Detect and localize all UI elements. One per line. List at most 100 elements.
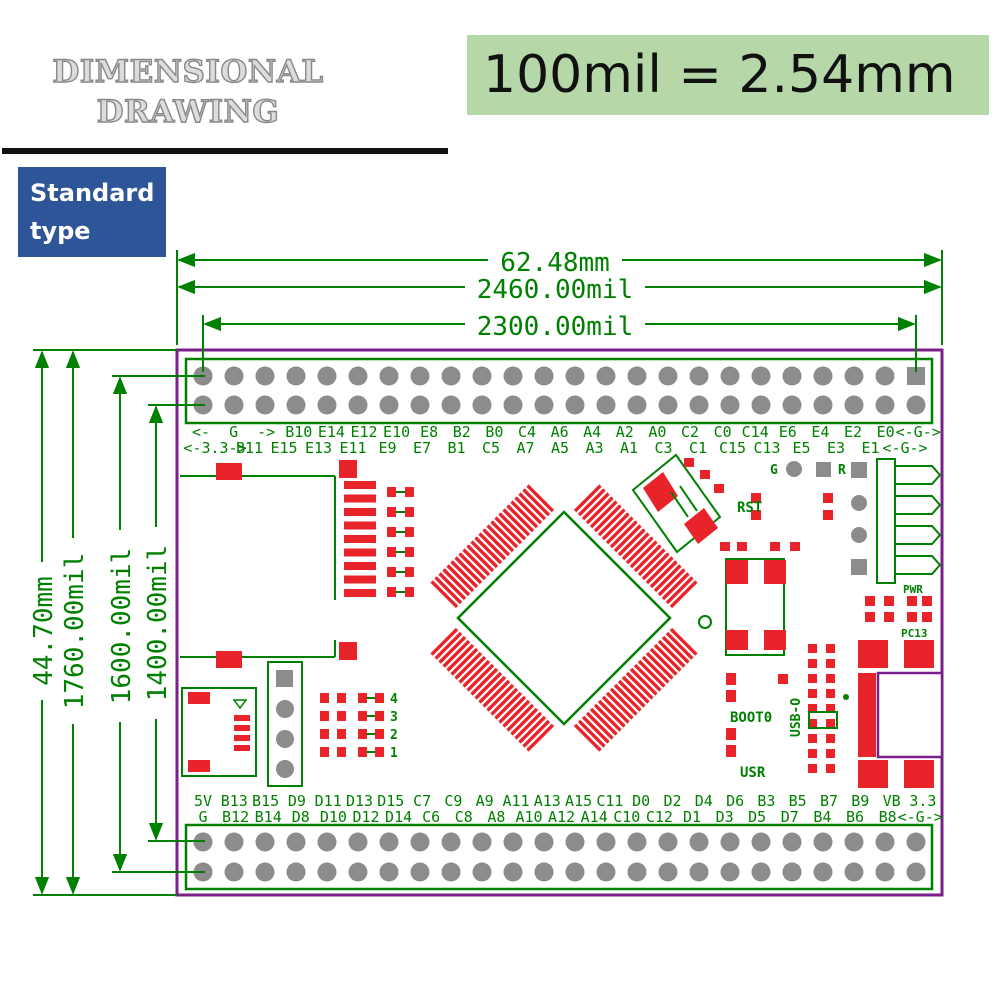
- chip-lead: [649, 560, 678, 589]
- pin-label: D1: [683, 808, 701, 826]
- header-pin: [317, 366, 337, 386]
- jumper-2-label: 2: [390, 728, 398, 743]
- header-pin: [503, 366, 523, 386]
- header-pin: [813, 366, 833, 386]
- pin-label: B9: [851, 792, 869, 810]
- page-heading: DIMENSIONAL DRAWING: [18, 52, 358, 132]
- sd-contact: [344, 481, 376, 489]
- jumper-3-label: 3: [390, 710, 398, 725]
- header-pin: [844, 832, 864, 852]
- passive-pad: [337, 729, 346, 739]
- header-pin: [875, 395, 895, 415]
- passive-pad: [387, 507, 396, 517]
- pin-label: <-: [192, 423, 210, 441]
- chip-lead: [577, 488, 606, 517]
- heading-line-2: DRAWING: [96, 93, 280, 130]
- pin-label: B10: [285, 423, 312, 441]
- header-pin: [255, 395, 275, 415]
- pin-label: C15: [719, 439, 746, 457]
- pin-label: D4: [695, 792, 713, 810]
- passive-pad: [375, 729, 384, 739]
- pc13-label: PC13: [901, 627, 928, 640]
- header-pin: [689, 395, 709, 415]
- passive-pad: [826, 689, 835, 698]
- chip-lead: [498, 695, 527, 724]
- chip-lead: [609, 520, 638, 549]
- passive-pad: [387, 527, 396, 537]
- passive-pad: [405, 527, 414, 537]
- chip-lead: [458, 655, 487, 684]
- chip-lead: [573, 484, 602, 513]
- chip-lead: [601, 695, 630, 724]
- header-pin: [534, 366, 554, 386]
- swd-header: G R: [770, 458, 942, 584]
- passive-pad: [387, 487, 396, 497]
- header-pin: [658, 862, 678, 882]
- pin-label: A15: [565, 792, 592, 810]
- header-pin: [286, 862, 306, 882]
- pin-label: D13: [346, 792, 373, 810]
- header-pin: [689, 862, 709, 882]
- chip-lead: [629, 540, 658, 569]
- row-span-2-label: 1400.00mil: [143, 545, 173, 702]
- chip-lead: [657, 639, 686, 668]
- pin-label: E5: [792, 439, 810, 457]
- chip-lead: [522, 488, 551, 517]
- passive-pad: [320, 693, 329, 703]
- chip-lead: [454, 556, 483, 585]
- header-pin: [596, 862, 616, 882]
- pin-label: D12: [352, 808, 379, 826]
- chip-lead: [665, 576, 694, 605]
- header-pin: [410, 366, 430, 386]
- pin-label: B6: [846, 808, 864, 826]
- header-pin: [317, 862, 337, 882]
- pin-label: B3: [757, 792, 775, 810]
- passive-pad: [826, 704, 835, 713]
- header-pin: [596, 832, 616, 852]
- pin-square: [907, 367, 925, 385]
- chip-lead: [573, 723, 602, 752]
- pin-label: 3.3: [909, 792, 936, 810]
- pin-label: B15: [252, 792, 279, 810]
- jumper-1-label: 1: [390, 746, 398, 761]
- pin-label: C0: [714, 423, 732, 441]
- header-pin: [751, 366, 771, 386]
- pin-label: D0: [632, 792, 650, 810]
- sd-contact: [344, 575, 376, 584]
- pin-label: B4: [813, 808, 831, 826]
- chip-lead: [597, 699, 626, 728]
- pin-label: C4: [518, 423, 536, 441]
- header-pin: [751, 862, 771, 882]
- boot-section: BOOT0 USR: [726, 673, 788, 781]
- header-pin: [317, 832, 337, 852]
- pin-label: B8: [879, 808, 897, 826]
- header-pin: [379, 832, 399, 852]
- pin-label: E9: [378, 439, 396, 457]
- passive-pad: [808, 749, 817, 758]
- pin-label: B13: [221, 792, 248, 810]
- pin-label: G: [198, 808, 207, 826]
- pin-label: D15: [377, 792, 404, 810]
- pin-label: A3: [585, 439, 603, 457]
- header-pin: [565, 366, 585, 386]
- chip-lead: [494, 516, 523, 545]
- pin-label: E11: [339, 439, 366, 457]
- chip-lead: [585, 496, 614, 525]
- passive-pad: [405, 567, 414, 577]
- boot0-label: BOOT0: [730, 710, 772, 726]
- header-pin: [534, 862, 554, 882]
- pin-label: C12: [646, 808, 673, 826]
- passive-pairs: [320, 693, 384, 757]
- dimension-width-mil: 2460.00mil: [177, 275, 942, 305]
- pin-label: A12: [548, 808, 575, 826]
- header-pin: [844, 862, 864, 882]
- chip-lead: [446, 643, 475, 672]
- pin-label: B12: [222, 808, 249, 826]
- pin-label: B14: [255, 808, 282, 826]
- chip-lead: [450, 647, 479, 676]
- header-pin: [782, 366, 802, 386]
- chip-lead: [653, 643, 682, 672]
- pin-label: C7: [413, 792, 431, 810]
- chip-lead: [450, 560, 479, 589]
- pin-label: D3: [716, 808, 734, 826]
